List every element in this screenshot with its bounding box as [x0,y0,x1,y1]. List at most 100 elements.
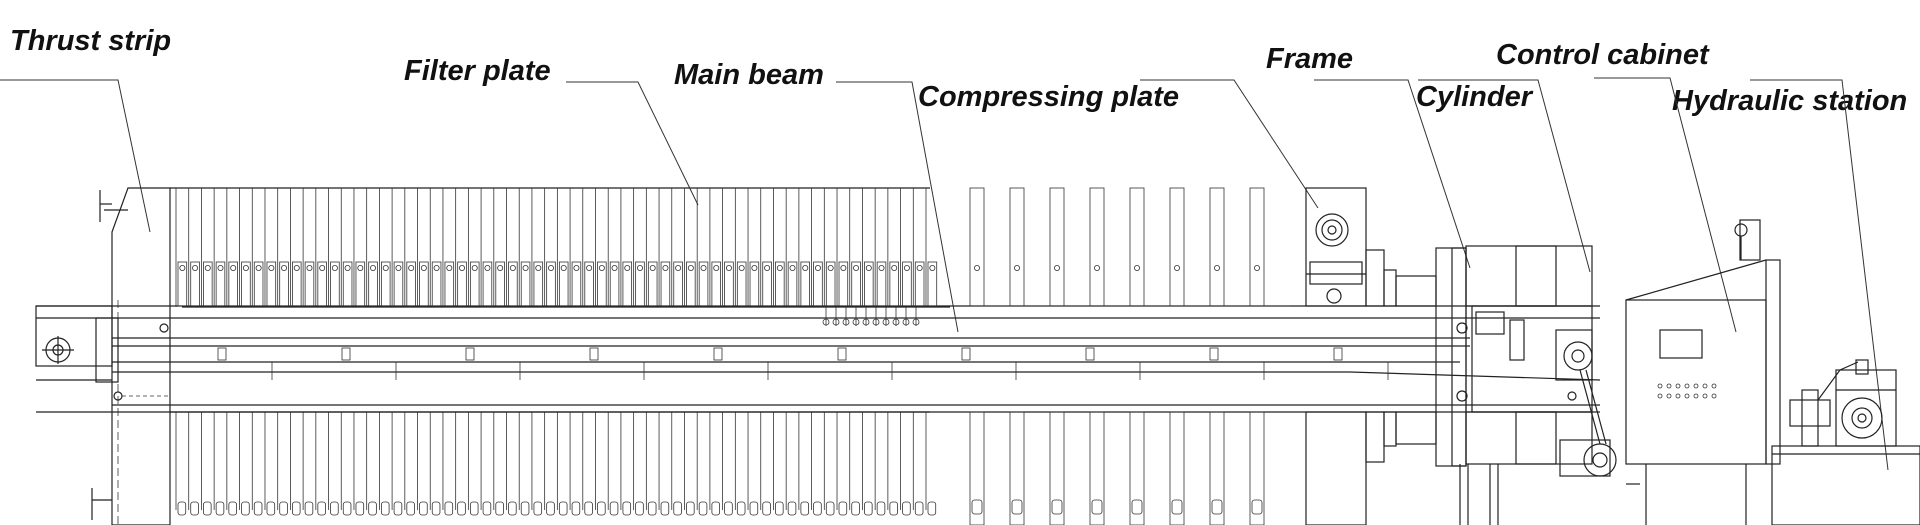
filter-plate [480,188,493,516]
filter-plate [302,188,315,516]
filter-plate [213,188,226,516]
filter-plate [531,188,544,516]
filter-plate [607,188,620,516]
filter-plate [595,188,607,516]
filter-plate [290,188,302,516]
filter-plate [785,188,798,516]
filter-plate [277,188,289,516]
cloth-clip [902,307,910,326]
filter-plate [226,188,238,516]
indicator-light [1693,393,1699,399]
filter-plate [493,188,505,516]
cloth-clip [832,307,840,326]
indicator-light [1711,393,1717,399]
filter-plate [391,188,404,516]
leader-frame [1314,79,1471,269]
filter-plate [506,188,518,516]
head-plate [91,187,171,525]
cloth-clips [822,307,920,326]
indicator-light [1684,393,1690,399]
filter-plate [849,188,861,516]
filter-plate [569,188,582,516]
filter-plate [315,188,327,516]
beam-hanger [589,347,645,380]
cloth-clip [852,307,860,326]
filter-plate [734,188,747,516]
indicator-light [1675,393,1681,399]
filter-plate [582,188,594,516]
beam-hanger [1085,347,1141,380]
label-cylinder: Cylinder [1416,81,1534,113]
beam-hanger [465,347,521,380]
indicator-light [1702,393,1708,399]
loose-filter-plate [969,187,1010,525]
loose-filter-plates [969,187,1290,525]
filter-plate [201,188,213,516]
drive-motor [1555,329,1640,485]
loose-filter-plate [1129,187,1170,525]
filter-plate [925,188,938,516]
label-filter-plate: Filter plate [404,55,551,87]
leader-main-beam [836,81,959,333]
indicator-light [1666,393,1672,399]
cloth-clip [882,307,890,326]
label-frame: Frame [1266,43,1353,75]
beam-hanger [217,347,273,380]
beam-hanger [837,347,893,380]
cylinder [1456,245,1593,525]
filter-plate [442,188,455,516]
leader-filter-plate [566,81,699,206]
filter-plate [696,188,709,516]
indicator-light [1675,383,1681,389]
filter-plate [264,188,277,516]
label-hydraulic-station: Hydraulic station [1672,85,1907,117]
control-cabinet [1625,219,1781,525]
cloth-clip [872,307,880,326]
filter-plate [887,188,899,516]
filter-plate [353,188,366,516]
filter-plate [175,188,188,516]
filter-plate [760,188,772,516]
cloth-clip [842,307,850,326]
filter-plate [556,188,569,516]
cabinet-indicator-lights [1657,383,1717,399]
filter-plate [658,188,671,516]
filter-plate [328,188,340,516]
beam-hanger [961,347,1017,380]
leader-control-cabinet [1594,77,1737,333]
beam-hanger [1333,347,1389,380]
indicator-light [1702,383,1708,389]
filter-plate [874,188,887,516]
loose-filter-plate [1169,187,1210,525]
hydraulic-station [1771,359,1920,525]
label-thrust-strip: Thrust strip [10,25,171,57]
filter-plate [429,188,442,516]
loose-filter-plate [1209,187,1250,525]
filter-plate [811,188,823,516]
filter-plate [188,188,200,516]
filter-plate [773,188,785,516]
filter-plate [862,188,874,516]
filter-plate [239,188,251,516]
filter-plate [709,188,722,516]
filter-plate [455,188,467,516]
indicator-light [1666,383,1672,389]
beam-hanger [713,347,769,380]
filter-plate [684,188,696,516]
cloth-clip [862,307,870,326]
leader-thrust-strip [0,79,151,233]
filter-plate-stack [170,187,950,516]
filter-plate [620,188,633,516]
filter-plate [340,188,353,516]
indicator-light [1657,393,1663,399]
cloth-clip [912,307,920,326]
filter-plate [544,188,556,516]
filter-plate [722,188,734,516]
filter-plate [251,188,264,516]
filter-plate [798,188,810,516]
main-beam [36,305,1601,413]
filter-plate [900,188,912,516]
beam-hanger [1209,347,1265,380]
filter-plate [467,188,480,516]
